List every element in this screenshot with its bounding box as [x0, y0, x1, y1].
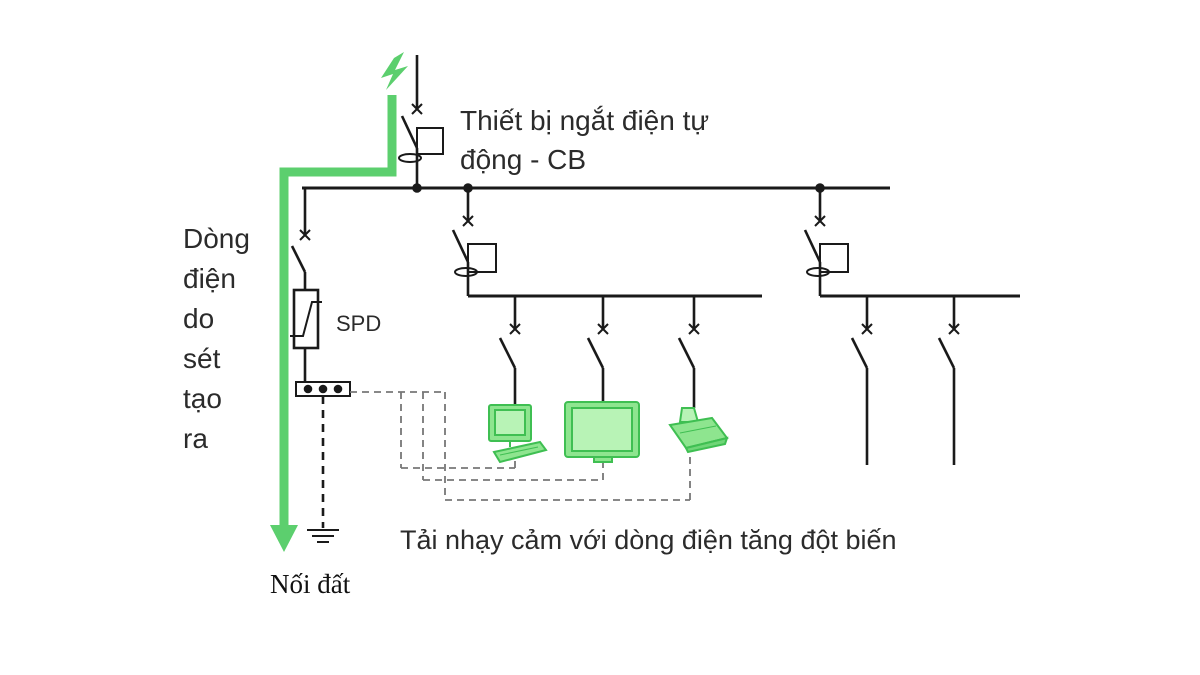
spd-label: SPD	[336, 311, 382, 336]
bonding-lines	[350, 391, 691, 501]
monitor-icon	[564, 401, 640, 463]
sub-distribution-2	[803, 183, 1020, 465]
spd-varistor	[292, 288, 320, 350]
computer-icon	[488, 404, 548, 464]
sub-distribution-1	[451, 183, 762, 408]
cb-label-line-2: động - CB	[460, 143, 587, 175]
surge-path-line	[279, 95, 397, 530]
cb-label: Thiết bị ngắt điện tự động - CB	[460, 105, 710, 176]
sensitive-loads-label: Tải nhạy cảm với dòng điện tăng đột biến	[400, 525, 897, 555]
surge-word-5: tạo	[183, 383, 222, 414]
earth-label: Nối đất	[270, 569, 351, 599]
surge-current-label: Dòng điện do sét tạo ra	[183, 219, 250, 459]
cb-label-line-1: Thiết bị ngắt điện tự	[460, 105, 710, 136]
printer-icon	[668, 407, 729, 454]
surge-word-2: điện	[183, 263, 236, 294]
surge-arrow-head	[270, 525, 298, 552]
surge-current-path	[270, 52, 408, 552]
ground-symbol-icon	[307, 529, 339, 543]
surge-word-1: Dòng	[183, 223, 250, 254]
surge-word-6: ra	[183, 423, 208, 454]
surge-word-4: sét	[183, 343, 221, 374]
lightning-bolt-icon	[381, 52, 408, 90]
spd-branch	[290, 188, 351, 543]
main-breaker	[398, 55, 444, 193]
surge-word-3: do	[183, 303, 215, 334]
